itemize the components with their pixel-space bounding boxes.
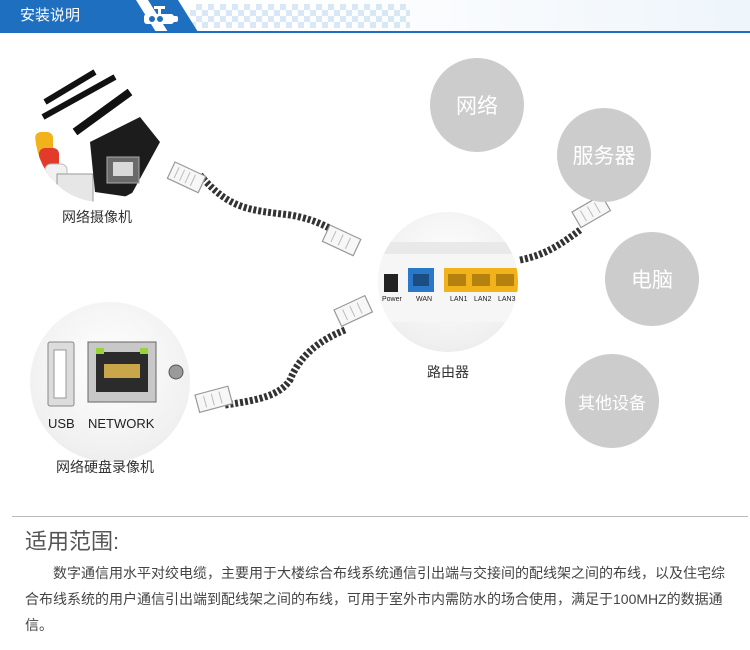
router-photo: Power WAN LAN1 LAN2 LAN3 xyxy=(378,212,518,352)
camera-label: 网络摄像机 xyxy=(62,209,132,225)
nvr-label: 网络硬盘录像机 xyxy=(56,459,154,475)
rj45-connector xyxy=(166,161,207,194)
target-server: 服务器 xyxy=(557,108,651,202)
nvr-photo: USB NETWORK xyxy=(30,302,190,462)
router-power-label: Power xyxy=(382,296,402,303)
target-computer: 电脑 xyxy=(605,232,699,326)
header-rule xyxy=(0,31,750,33)
router-lan3-label: LAN3 xyxy=(498,296,516,303)
rj45-connector xyxy=(333,294,374,328)
section-divider xyxy=(12,516,748,517)
target-network: 网络 xyxy=(430,58,524,152)
header-title: 安装说明 xyxy=(0,0,128,32)
router-label: 路由器 xyxy=(427,364,469,380)
section-header: 安装说明 xyxy=(0,0,750,33)
router-lan2-label: LAN2 xyxy=(474,296,492,303)
camera-photo xyxy=(35,62,165,202)
usage-title: 适用范围: xyxy=(25,529,120,554)
nvr-ports-illustration xyxy=(47,341,184,407)
rj45-connector xyxy=(194,385,234,414)
rj45-connector xyxy=(321,224,362,257)
router-lan1-label: LAN1 xyxy=(450,296,468,303)
header-pattern xyxy=(190,4,410,28)
router-ports-illustration xyxy=(378,242,518,322)
network-port-label: NETWORK xyxy=(88,416,155,431)
usb-port-label: USB xyxy=(48,416,75,431)
installation-diagram: 网络摄像机 USB NETWORK 网络硬盘录像机 Powe xyxy=(0,40,750,510)
cable-layer xyxy=(166,161,612,414)
usage-description: 数字通信用水平对绞电缆，主要用于大楼综合布线系统通信引出端与交接间的配线架之间的… xyxy=(25,565,725,633)
camera-icon xyxy=(144,6,178,24)
rj45-connector xyxy=(571,194,612,229)
router-wan-label: WAN xyxy=(416,296,433,303)
target-other-devices: 其他设备 xyxy=(565,354,659,448)
camera-cable-illustration xyxy=(35,69,160,202)
